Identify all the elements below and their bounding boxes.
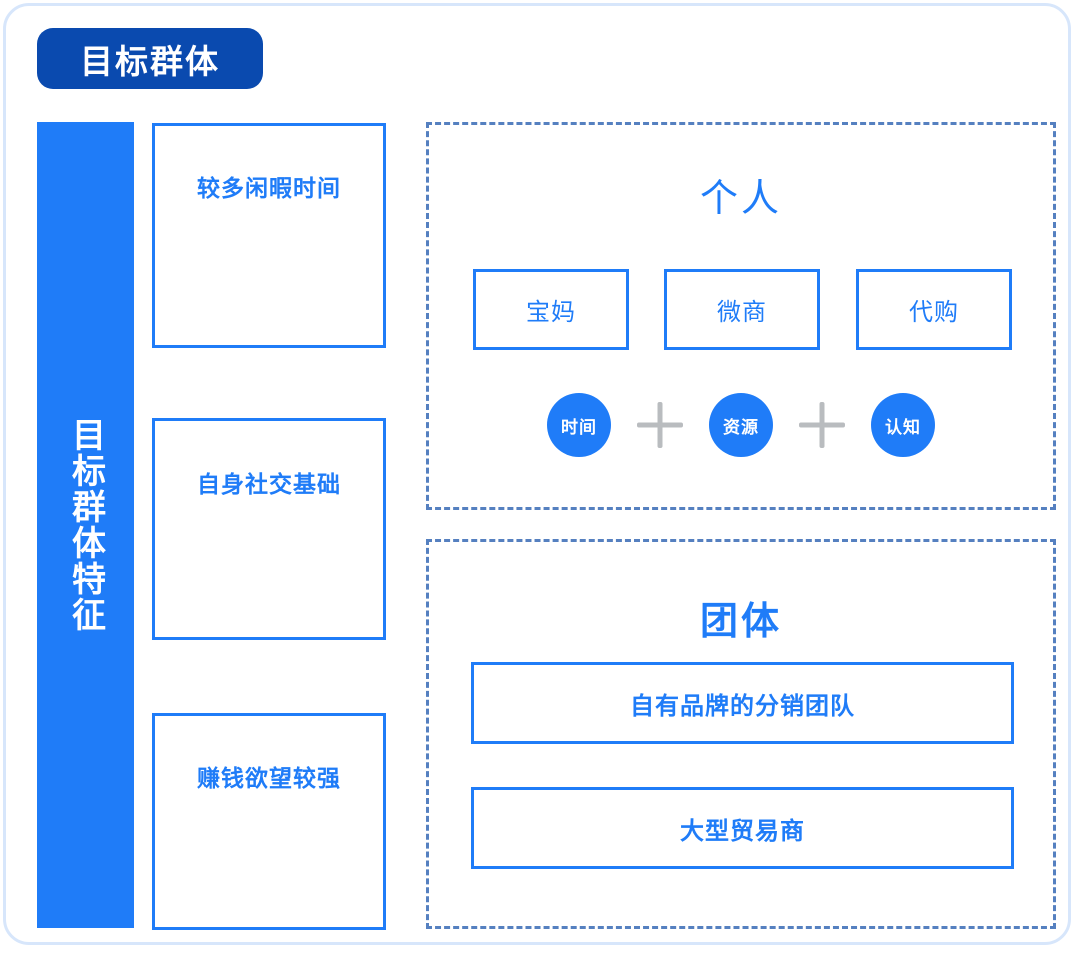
target-audience-diagram: 目标群体 目标群体特征 较多闲暇时间 自身社交基础 赚钱欲望较强 个人 宝妈 微… bbox=[3, 3, 1071, 945]
vertical-category-label: 目标群体特征 bbox=[66, 417, 105, 633]
plus-icon bbox=[799, 402, 845, 448]
role-box-daigou: 代购 bbox=[856, 269, 1012, 350]
role-box-weishang: 微商 bbox=[664, 269, 820, 350]
trait-box-money-desire: 赚钱欲望较强 bbox=[152, 713, 386, 930]
equation-circle-label: 时间 bbox=[561, 417, 597, 437]
group-label: 大型贸易商 bbox=[680, 817, 805, 845]
panel-group-heading: 团体 bbox=[699, 601, 782, 643]
role-label: 代购 bbox=[909, 299, 959, 326]
trait-box-social-base: 自身社交基础 bbox=[152, 418, 386, 640]
panel-individual: 个人 宝妈 微商 代购 时间 资源 认知 bbox=[426, 122, 1056, 510]
page-title-label: 目标群体 bbox=[80, 42, 220, 80]
equation-circle-cognition: 认知 bbox=[871, 393, 935, 457]
trait-label: 自身社交基础 bbox=[197, 471, 341, 497]
equation-circle-label: 资源 bbox=[723, 417, 759, 437]
trait-label: 较多闲暇时间 bbox=[197, 174, 341, 201]
page-title: 目标群体 bbox=[37, 28, 263, 89]
equation-circle-resource: 资源 bbox=[709, 393, 773, 457]
panel-individual-heading: 个人 bbox=[699, 178, 782, 220]
group-box-large-trader: 大型贸易商 bbox=[471, 787, 1014, 869]
trait-box-leisure-time: 较多闲暇时间 bbox=[152, 123, 386, 348]
capability-equation: 时间 资源 认知 bbox=[429, 390, 1053, 460]
role-box-baoma: 宝妈 bbox=[473, 269, 629, 350]
group-label: 自有品牌的分销团队 bbox=[630, 692, 855, 720]
plus-icon bbox=[637, 402, 683, 448]
group-box-own-brand-team: 自有品牌的分销团队 bbox=[471, 662, 1014, 744]
role-label: 宝妈 bbox=[526, 299, 576, 326]
vertical-category-bar: 目标群体特征 bbox=[37, 122, 134, 928]
role-label: 微商 bbox=[717, 299, 767, 326]
trait-label: 赚钱欲望较强 bbox=[197, 764, 341, 791]
equation-circle-time: 时间 bbox=[547, 393, 611, 457]
equation-circle-label: 认知 bbox=[885, 417, 921, 437]
panel-group: 团体 自有品牌的分销团队 大型贸易商 bbox=[426, 539, 1056, 929]
